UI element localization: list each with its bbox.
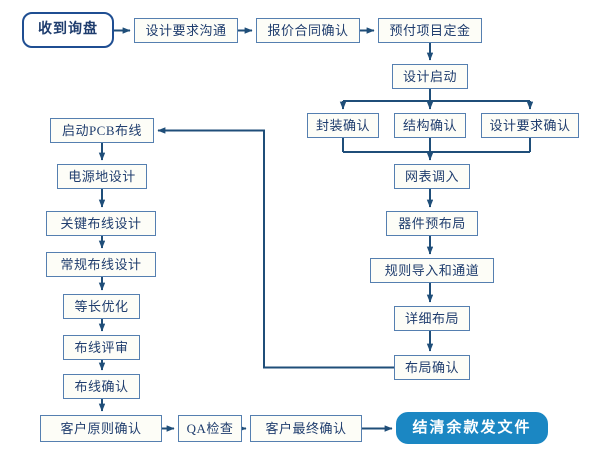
flow-node-n05[interactable]: 设计启动 [392, 64, 468, 89]
flow-node-n13[interactable]: 布局确认 [394, 355, 470, 380]
flow-node-n10[interactable]: 器件预布局 [386, 211, 478, 236]
flow-node-n04[interactable]: 预付项目定金 [378, 18, 482, 43]
flow-node-label: QA检查 [186, 421, 234, 436]
flow-node-label: 网表调入 [404, 169, 459, 184]
flow-node-label: 器件预布局 [398, 216, 466, 231]
flow-node-n08[interactable]: 设计要求确认 [481, 113, 579, 138]
flow-node-label: 常规布线设计 [60, 257, 142, 272]
flow-node-label: 设计要求沟通 [145, 23, 227, 38]
flow-node-n06[interactable]: 封装确认 [307, 113, 379, 138]
flow-node-n16[interactable]: 关键布线设计 [46, 211, 156, 236]
flow-node-n24[interactable]: 结清余款发文件 [396, 412, 548, 444]
flow-node-label: 电源地设计 [68, 169, 136, 184]
flow-node-label: 客户原则确认 [60, 421, 142, 436]
flow-node-label: 设计启动 [402, 69, 457, 84]
flow-node-label: 详细布局 [404, 311, 459, 326]
flow-node-n23[interactable]: 客户最终确认 [250, 415, 362, 442]
flow-node-n22[interactable]: QA检查 [178, 415, 242, 442]
flow-node-label: 布线确认 [74, 379, 129, 394]
flow-node-n07[interactable]: 结构确认 [394, 113, 466, 138]
flow-node-n15[interactable]: 电源地设计 [57, 164, 147, 189]
flow-node-n11[interactable]: 规则导入和通道 [370, 258, 494, 283]
flow-node-n17[interactable]: 常规布线设计 [46, 252, 156, 277]
flow-node-label: 客户最终确认 [265, 421, 347, 436]
flow-node-n18[interactable]: 等长优化 [63, 294, 140, 319]
flow-node-label: 结构确认 [402, 118, 457, 133]
flow-node-n02[interactable]: 设计要求沟通 [134, 18, 238, 43]
flow-node-label: 等长优化 [74, 299, 129, 314]
flow-node-n20[interactable]: 布线确认 [63, 374, 140, 399]
flow-node-label: 布局确认 [404, 360, 459, 375]
edge-n13-n14-feedback [157, 127, 394, 369]
flow-node-n14[interactable]: 启动PCB布线 [50, 118, 154, 143]
flow-node-label: 关键布线设计 [60, 216, 142, 231]
flow-node-n21[interactable]: 客户原则确认 [40, 415, 162, 442]
flow-node-n12[interactable]: 详细布局 [394, 306, 470, 331]
flow-node-label: 收到询盘 [38, 22, 98, 37]
flow-node-label: 封装确认 [315, 118, 370, 133]
flow-node-n01[interactable]: 收到询盘 [22, 12, 114, 48]
flow-node-label: 布线评审 [74, 340, 129, 355]
flow-node-label: 规则导入和通道 [384, 263, 480, 278]
flow-node-label: 设计要求确认 [489, 118, 571, 133]
flow-node-n09[interactable]: 网表调入 [394, 164, 470, 189]
flow-node-label: 结清余款发文件 [412, 419, 532, 436]
flow-node-label: 启动PCB布线 [61, 123, 143, 138]
flow-node-n19[interactable]: 布线评审 [63, 335, 140, 360]
flow-node-label: 预付项目定金 [389, 23, 471, 38]
flow-node-label: 报价合同确认 [267, 23, 349, 38]
flow-node-n03[interactable]: 报价合同确认 [256, 18, 360, 43]
